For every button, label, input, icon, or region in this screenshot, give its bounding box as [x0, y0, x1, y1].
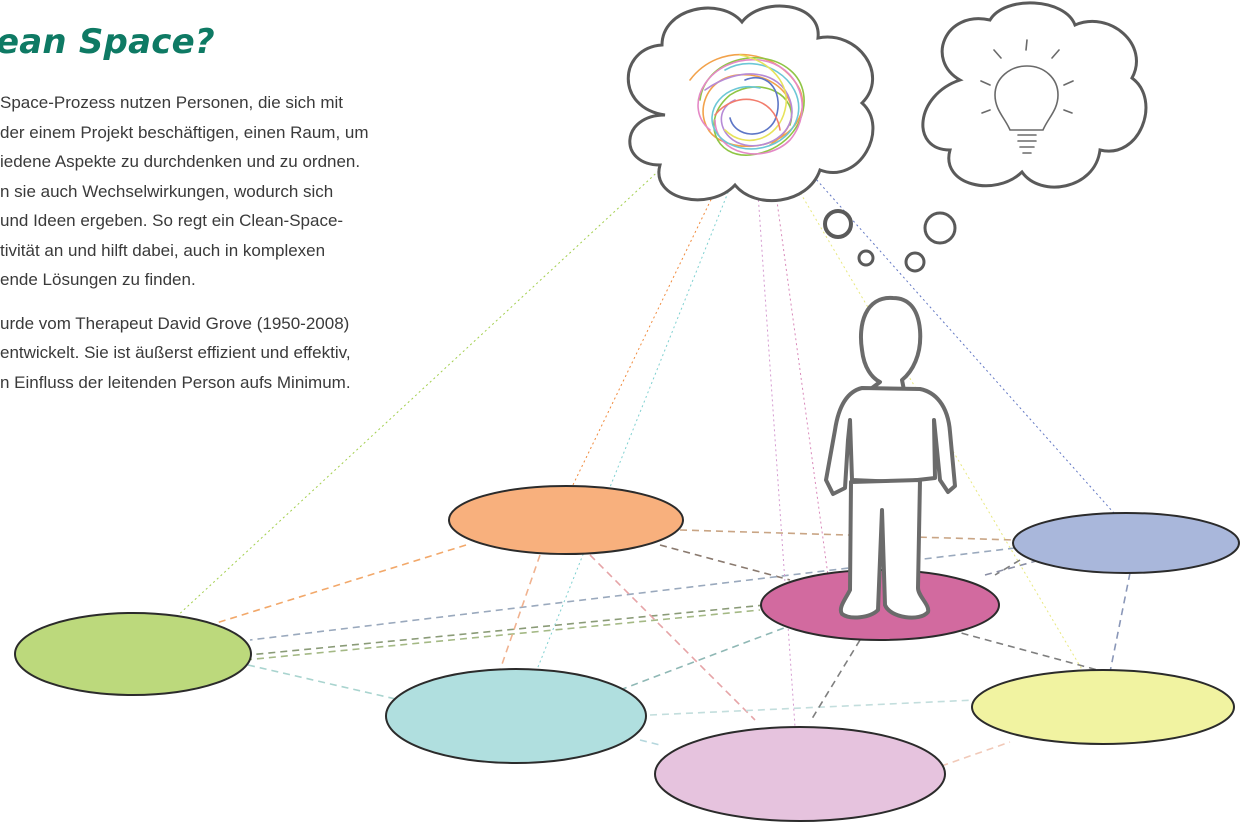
- space-link: [949, 629, 1106, 673]
- thought-bubble-circles-icon: [823, 209, 957, 273]
- space-link: [499, 554, 541, 671]
- projection-line: [789, 149, 1139, 541]
- paragraph-2: urde vom Therapeut David Grove (1950-200…: [0, 309, 520, 398]
- space-link: [619, 619, 806, 691]
- space-link: [639, 739, 661, 746]
- space-teal: [385, 668, 647, 764]
- space-link: [249, 547, 1016, 641]
- body-text: Space-Prozess nutzen Personen, die sich …: [0, 88, 520, 397]
- space-link: [649, 699, 976, 716]
- text-line: ende Lösungen zu finden.: [0, 270, 196, 289]
- tangled-thought-cloud-icon: [626, 4, 875, 203]
- text-line: n Einfluss der leitenden Person aufs Min…: [0, 372, 351, 392]
- space-link: [809, 639, 861, 723]
- text-line: entwickelt. Sie ist äußerst effizient un…: [0, 343, 351, 362]
- space-link: [679, 529, 1016, 541]
- space-link: [247, 604, 766, 656]
- projection-line: [134, 139, 693, 656]
- projection-line: [519, 149, 746, 713]
- space-link: [659, 544, 791, 581]
- space-blue: [1012, 512, 1240, 574]
- text-line: n sie auch Wechselwirkungen, wodurch sic…: [0, 181, 334, 201]
- paragraph-1: Space-Prozess nutzen Personen, die sich …: [0, 88, 520, 295]
- space-link: [589, 554, 756, 721]
- space-yellow: [971, 669, 1235, 745]
- text-line: tivität an und hilft dabei, auch in komp…: [0, 240, 326, 260]
- space-link: [994, 559, 1021, 576]
- space-orange: [448, 485, 684, 555]
- lightbulb-thought-cloud-icon: [921, 1, 1148, 189]
- text-line: iedene Aspekte zu durchdenken und zu ord…: [0, 152, 361, 171]
- projection-line: [555, 149, 736, 521]
- text-line: Space-Prozess nutzen Personen, die sich …: [0, 93, 344, 112]
- space-links: [129, 529, 1131, 771]
- standing-person-icon: [824, 295, 957, 620]
- space-link: [1109, 572, 1131, 673]
- projection-line: [769, 149, 831, 591]
- spaces: [14, 485, 1240, 822]
- text-line: und Ideen ergeben. So regt ein Clean-Spa…: [0, 211, 344, 230]
- text-line: urde vom Therapeut David Grove (1950-200…: [0, 313, 350, 333]
- space-pink: [654, 726, 946, 822]
- text-block: ean Space? Space-Prozess nutzen Personen…: [0, 22, 520, 397]
- projection-line: [754, 149, 799, 771]
- text-line: der einem Projekt beschäftigen, einen Ra…: [0, 122, 369, 142]
- space-link: [247, 664, 401, 701]
- space-green: [14, 612, 252, 696]
- page-title: ean Space?: [0, 22, 215, 62]
- space-link: [244, 609, 761, 661]
- space-link: [984, 559, 1041, 576]
- projection-lines: [134, 139, 1139, 771]
